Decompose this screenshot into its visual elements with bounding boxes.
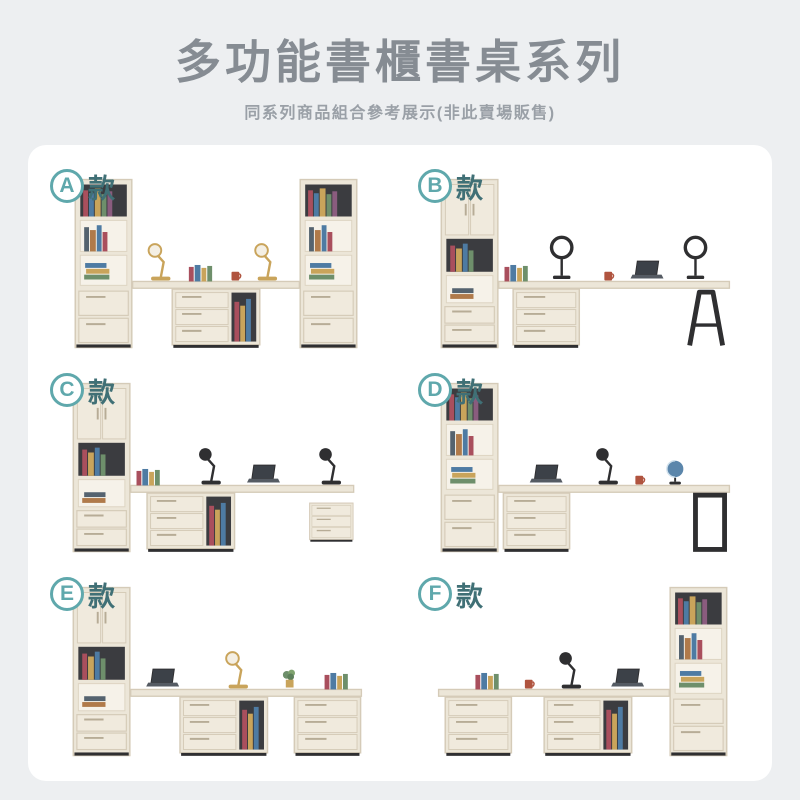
variant-badge-d: D 款 (418, 371, 483, 410)
mug-icon (524, 678, 535, 690)
books-icon (324, 672, 348, 690)
laptop-icon (610, 668, 645, 687)
desk-lamp-icon (197, 446, 223, 486)
drawer-pedestal-icon (171, 288, 261, 349)
bookcase-tower-icon (669, 586, 728, 757)
furniture-illustration-a (74, 178, 358, 349)
page-subtitle: 同系列商品組合參考展示(非此賣場販售) (244, 104, 556, 122)
variant-suffix-f: 款 (456, 581, 483, 612)
header: 多功能書櫃書桌系列 同系列商品組合參考展示(非此賣場販售) (0, 0, 800, 123)
desk-surface (130, 484, 355, 493)
desk-lamp-icon (558, 650, 583, 690)
metal-desk-leg-icon (695, 495, 724, 549)
desk-surface (131, 280, 301, 289)
variant-suffix-d: 款 (456, 377, 483, 408)
books-icon (188, 264, 213, 282)
desk-lamp-icon (318, 446, 343, 486)
variant-cell-b: B 款 (400, 157, 768, 361)
plant-icon (282, 669, 296, 688)
variant-letter-e: E (50, 577, 84, 612)
desk-lamp-icon (594, 446, 620, 486)
furniture-illustration-e (72, 586, 363, 757)
mug-icon (230, 270, 242, 282)
desk-surface (498, 280, 731, 289)
page-title: 多功能書櫃書桌系列 (175, 36, 625, 88)
variant-suffix-b: 款 (456, 173, 483, 204)
mug-icon (634, 474, 646, 486)
furniture-illustration-d (440, 382, 731, 553)
drawer-pedestal-icon (293, 696, 362, 757)
ring-lamp-icon (549, 235, 574, 281)
bookcase-tower-icon (299, 178, 358, 349)
desk-surface (498, 484, 731, 493)
drawer-pedestal-icon (309, 501, 354, 543)
variant-suffix-e: 款 (88, 581, 115, 612)
metal-desk-leg-icon (690, 292, 723, 345)
laptop-icon (145, 668, 180, 687)
desk-lamp-icon (224, 650, 250, 690)
variant-cell-e: E 款 (32, 565, 400, 769)
drawer-pedestal-icon (512, 288, 581, 349)
desk-surface (130, 688, 363, 697)
books-icon (136, 468, 160, 486)
desk-lamp-icon (147, 242, 172, 282)
variant-badge-b: B 款 (418, 167, 483, 206)
variant-suffix-c: 款 (88, 377, 115, 408)
books-icon (475, 672, 499, 690)
variant-cell-f: F 款 (400, 565, 768, 769)
variant-letter-d: D (418, 373, 452, 408)
laptop-icon (529, 464, 563, 483)
furniture-illustration-b (440, 178, 731, 349)
desk-lamp-icon (254, 242, 279, 282)
variant-letter-b: B (418, 169, 452, 204)
variant-cell-c: C 款 (32, 361, 400, 565)
variant-suffix-a: 款 (88, 173, 115, 204)
variant-cell-d: D 款 (400, 361, 768, 565)
books-icon (504, 264, 528, 282)
drawer-pedestal-icon (444, 696, 513, 757)
furniture-illustration-c (72, 382, 355, 553)
ring-lamp-icon (683, 235, 708, 281)
globe-icon (665, 459, 685, 486)
variant-badge-e: E 款 (50, 575, 115, 614)
variant-cell-a: A 款 (32, 157, 400, 361)
laptop-icon (246, 464, 280, 483)
variant-badge-f: F 款 (418, 575, 483, 614)
drawer-pedestal-icon (179, 696, 269, 757)
desk-surface (437, 688, 670, 697)
drawer-pedestal-icon (543, 696, 633, 757)
mug-icon (603, 270, 615, 282)
laptop-icon (630, 260, 664, 279)
variant-badge-c: C 款 (50, 371, 115, 410)
drawer-pedestal-icon (502, 492, 571, 553)
variant-letter-a: A (50, 169, 84, 204)
variant-letter-f: F (418, 577, 452, 612)
variant-letter-c: C (50, 373, 84, 408)
variant-badge-a: A 款 (50, 167, 115, 206)
drawer-pedestal-icon (146, 492, 236, 553)
furniture-illustration-f (437, 586, 728, 757)
product-grid-card: A 款 B 款 (28, 144, 772, 781)
